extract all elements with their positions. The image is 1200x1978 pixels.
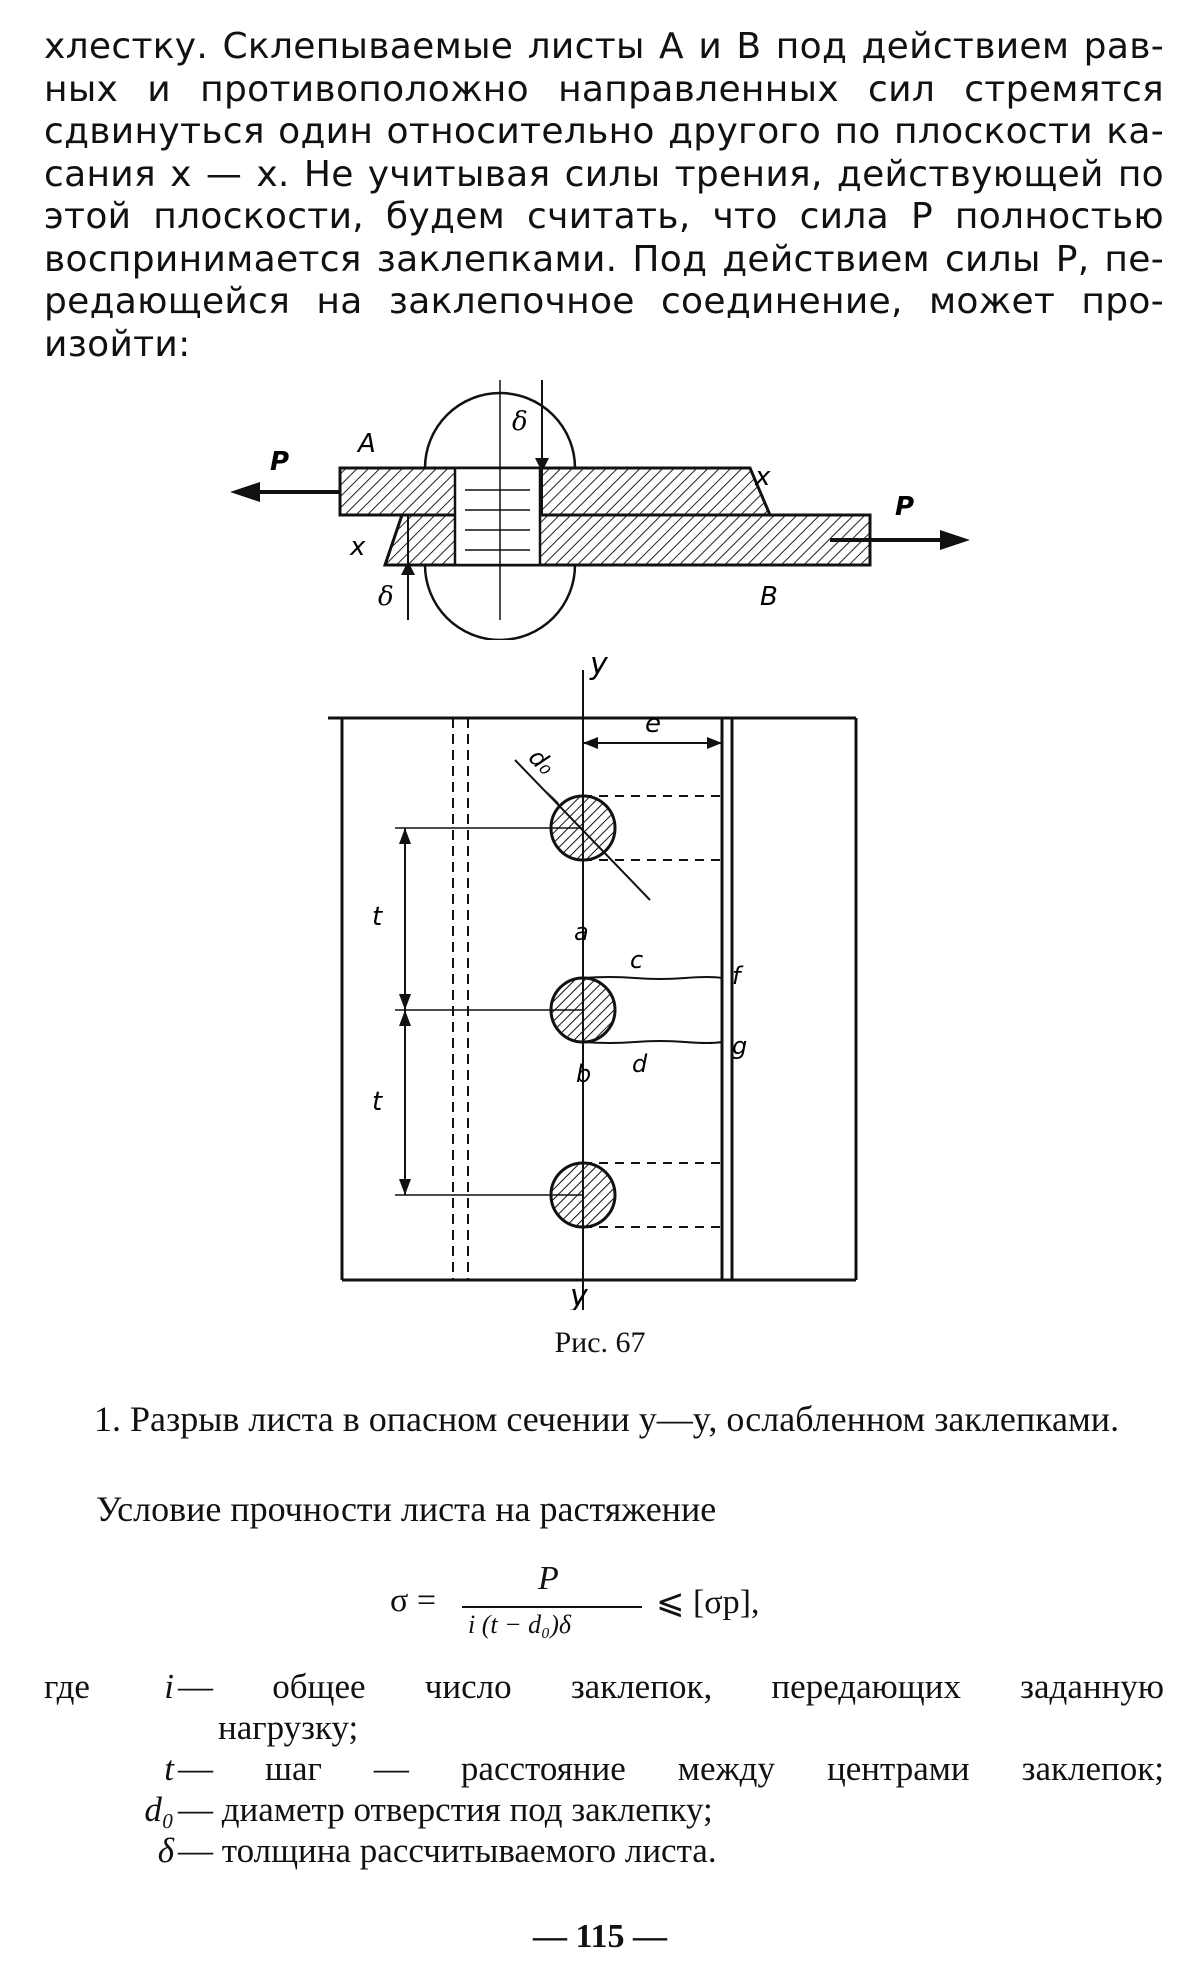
definition-text: — диаметр отверстия под заклепку; bbox=[178, 1790, 713, 1829]
definition-row: где i — общее число заклепок, передающих… bbox=[44, 1666, 1164, 1707]
formula-rhs: ⩽ [σp], bbox=[656, 1584, 760, 1621]
definition-row: d₀ — диаметр отверстия под заклепку; bbox=[44, 1789, 1164, 1830]
label-x-right: x bbox=[754, 462, 771, 492]
label-c: c bbox=[630, 946, 643, 974]
intro-line: воспринимается заклепками. Под действием… bbox=[44, 238, 1164, 280]
label-delta-top: δ bbox=[512, 407, 528, 437]
definition-symbol: i bbox=[164, 1667, 174, 1706]
label-plate-b: B bbox=[760, 582, 778, 612]
label-t2: t bbox=[372, 1087, 383, 1117]
definition-row: δ — толщина рассчитываемого листа. bbox=[44, 1830, 1164, 1871]
intro-line: хлестку. Склепываемые листы A и B под де… bbox=[44, 26, 1164, 67]
definition-symbol: t bbox=[164, 1749, 174, 1788]
rivet-joint-section-diagram: P A x x P B δ δ bbox=[230, 380, 970, 640]
label-e: e bbox=[645, 709, 661, 739]
definition-symbol: d₀ bbox=[144, 1790, 174, 1829]
paragraph-2: Условие прочности листа на растяжение bbox=[96, 1489, 717, 1529]
label-d: d bbox=[632, 1050, 648, 1078]
definition-text: нагрузку; bbox=[218, 1708, 359, 1747]
definition-row: нагрузку; bbox=[44, 1707, 1164, 1748]
rivet-row-plan-diagram: y y e d₀ t t a b c d f g bbox=[328, 650, 858, 1310]
where-word: где bbox=[44, 1667, 90, 1706]
intro-line: сдвинуться один относительно другого по … bbox=[44, 111, 1164, 152]
formula-numerator: P bbox=[538, 1560, 559, 1597]
intro-line: изойти: bbox=[44, 323, 191, 365]
intro-line: ных и противоположно направленных сил ст… bbox=[44, 68, 1164, 110]
label-f: f bbox=[732, 962, 744, 990]
fraction-bar bbox=[462, 1606, 642, 1608]
strength-formula: σ = P i (t − d₀)δ ⩽ [σp], bbox=[380, 1560, 820, 1650]
label-b: b bbox=[576, 1060, 591, 1088]
formula-lhs: σ = bbox=[390, 1582, 437, 1619]
rivet-head-bottom bbox=[423, 564, 577, 640]
intro-line: редающейся на заклепочное соединение, мо… bbox=[44, 281, 1164, 322]
definition-text: — шаг — расстояние между центрами заклеп… bbox=[178, 1749, 1164, 1788]
label-g: g bbox=[732, 1032, 747, 1060]
label-p-left: P bbox=[270, 447, 289, 477]
label-y-bottom: y bbox=[569, 1279, 589, 1310]
plate-a bbox=[338, 466, 773, 517]
definition-symbol: δ bbox=[157, 1831, 174, 1870]
formula-denominator: i (t − d₀)δ bbox=[468, 1610, 571, 1639]
label-plate-a: A bbox=[356, 429, 376, 459]
label-delta-bottom: δ bbox=[378, 582, 394, 612]
intro-paragraph: хлестку. Склепываемые листы A и B под де… bbox=[44, 26, 1164, 366]
intro-line: сания x — x. Не учитывая силы трения, де… bbox=[44, 153, 1164, 195]
label-x-left: x bbox=[349, 532, 366, 562]
definitions-list: где i — общее число заклепок, передающих… bbox=[44, 1666, 1164, 1871]
intro-line: этой плоскости, будем считать, что сила … bbox=[44, 196, 1164, 237]
definition-row: t — шаг — расстояние между центрами закл… bbox=[44, 1748, 1164, 1789]
definition-text: — толщина рассчитываемого листа. bbox=[178, 1831, 717, 1870]
definition-text: — общее число заклепок, передающих задан… bbox=[178, 1667, 1164, 1706]
page-number: — 115 — bbox=[532, 1918, 668, 1955]
label-p-right: P bbox=[895, 492, 914, 522]
rivet-shank bbox=[453, 466, 542, 567]
figure-caption: Рис. 67 bbox=[554, 1326, 646, 1359]
label-y-top: y bbox=[589, 650, 609, 682]
paragraph-1: 1. Разрыв листа в опасном сечении y—y, о… bbox=[94, 1399, 1120, 1439]
label-a: a bbox=[574, 918, 589, 946]
label-t1: t bbox=[372, 902, 383, 932]
